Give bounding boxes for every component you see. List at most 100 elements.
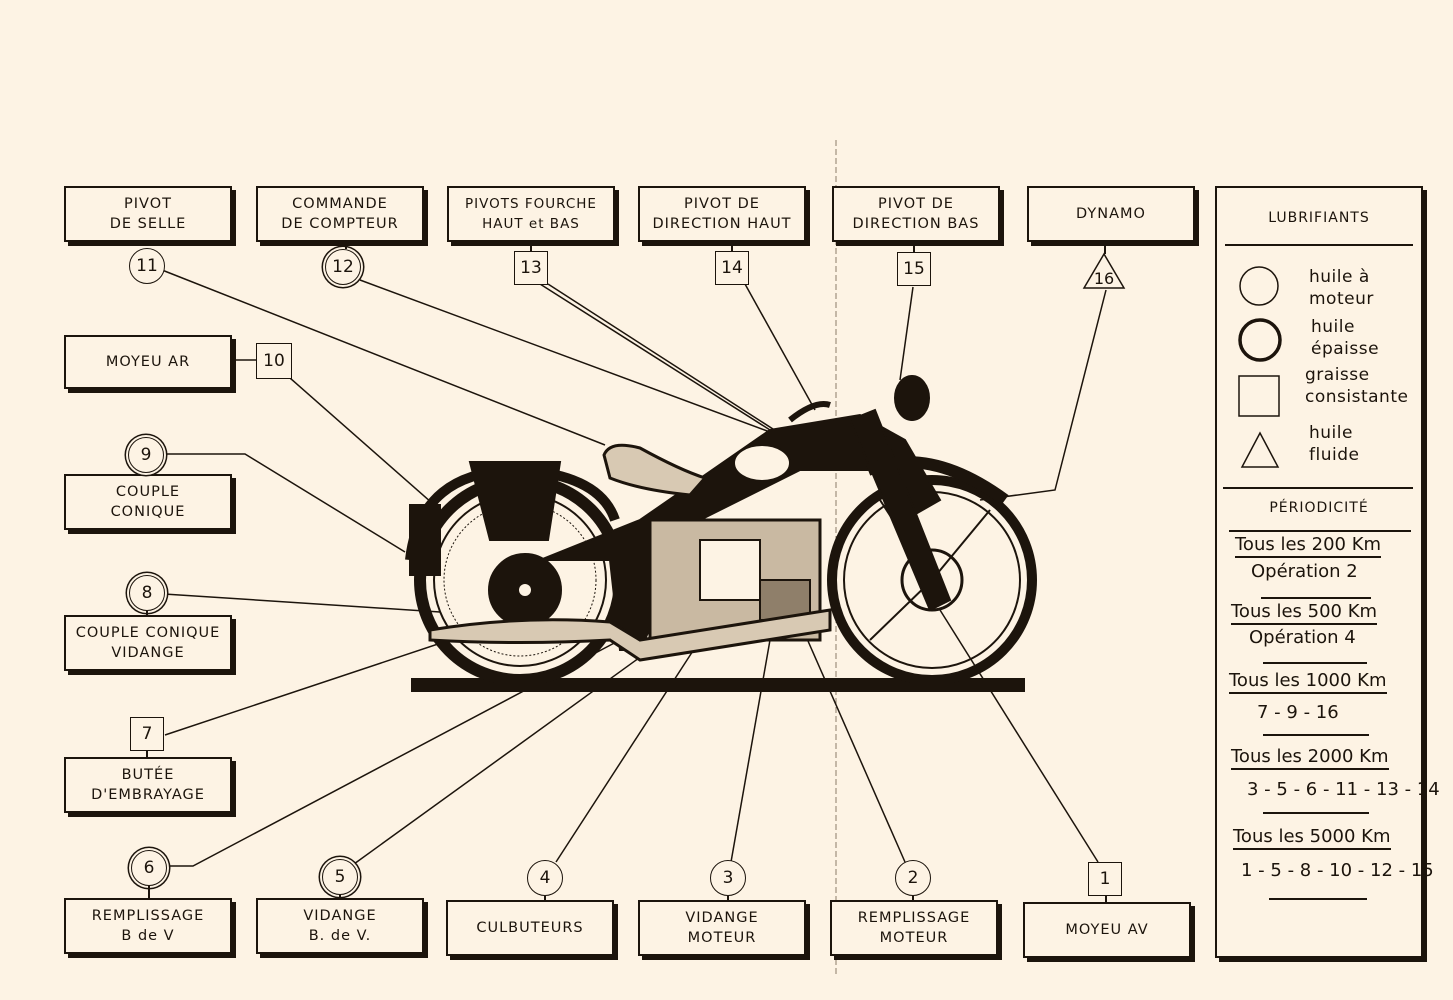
front-fender (865, 456, 1009, 505)
motorcycle-illustration (405, 375, 1037, 692)
period-1000km-operations: 7 - 9 - 16 (1257, 702, 1339, 723)
label-couple-conique: COUPLE CONIQUE (64, 474, 232, 530)
stub (913, 240, 915, 252)
label-couple-conique-vidange: COUPLE CONIQUE VIDANGE (64, 615, 232, 671)
period-5000km-operations: 1 - 5 - 8 - 10 - 12 - 15 (1241, 860, 1434, 881)
lubricants-title: LUBRIFIANTS (1268, 210, 1370, 226)
front-fork (848, 408, 952, 612)
leader-2 (789, 599, 906, 863)
leader-15 (899, 286, 914, 381)
handlebar (788, 401, 831, 423)
period-5000km: Tous les 5000 Km (1233, 826, 1391, 850)
divider (1223, 487, 1413, 489)
stub (544, 896, 546, 901)
marker-16-triangle: 16 (1082, 252, 1126, 290)
ground-bar (411, 678, 1025, 692)
leader-9 (163, 453, 406, 553)
period-500km: Tous les 500 Km (1231, 601, 1378, 625)
stub (339, 895, 341, 900)
period-2000km-operations: 3 - 5 - 6 - 11 - 13 - 14 (1247, 779, 1440, 800)
label-remplissage-moteur: REMPLISSAGE MOTEUR (830, 900, 998, 956)
label-vidange-moteur: VIDANGE MOTEUR (638, 900, 806, 956)
leader-13b (547, 283, 791, 441)
legend-text-huile-moteur: huile à moteur (1309, 267, 1374, 309)
luggage-rack (468, 461, 562, 541)
marker-15-square: 15 (897, 252, 931, 286)
divider (1229, 530, 1411, 532)
marker-8-double-circle: 8 (129, 575, 165, 611)
marker-12-double-circle: 12 (325, 249, 361, 285)
stub (146, 751, 148, 758)
leader-7 (164, 639, 451, 736)
square-icon (1238, 375, 1280, 417)
marker-4-circle: 4 (527, 860, 563, 896)
stub (148, 886, 150, 898)
label-culbuteurs: CULBUTEURS (446, 900, 614, 956)
divider (1261, 597, 1371, 599)
marker-11-circle: 11 (129, 248, 165, 284)
stub (912, 896, 914, 901)
label-moyeu-ar: MOYEU AR (64, 335, 232, 389)
exhaust-pipe (428, 608, 832, 662)
leader-16 (979, 289, 1107, 501)
stub (727, 896, 729, 901)
stub (731, 240, 733, 251)
marker-9-double-circle: 9 (128, 437, 164, 473)
thick-circle-icon (1238, 318, 1282, 362)
stub (1105, 896, 1107, 903)
saddle (602, 443, 708, 497)
tank-badge (733, 444, 791, 482)
divider (1263, 734, 1369, 736)
stub (345, 240, 347, 249)
marker-3-circle: 3 (710, 860, 746, 896)
marker-7-square: 7 (130, 717, 164, 751)
triangle-icon (1082, 252, 1126, 289)
label-commande-de-compteur: COMMANDE DE COMPTEUR (256, 186, 424, 242)
leader-6 (166, 639, 621, 867)
period-2000km: Tous les 2000 Km (1231, 746, 1389, 770)
leader-4 (555, 639, 701, 863)
period-500km-operations: Opération 4 (1249, 627, 1356, 648)
stub (146, 611, 148, 617)
leader-3 (730, 639, 771, 863)
divider (1269, 898, 1367, 900)
marker-10-square: 10 (256, 343, 292, 379)
label-dynamo: DYNAMO (1027, 186, 1195, 242)
leader-10 (289, 377, 441, 511)
period-200km: Tous les 200 Km (1235, 534, 1382, 558)
marker-14-square: 14 (715, 251, 749, 285)
legend-text-graisse: graisse consistante (1305, 365, 1409, 407)
label-pivot-de-selle: PIVOT DE SELLE (64, 186, 232, 242)
divider (1263, 662, 1367, 664)
stub (530, 240, 532, 251)
period-200km-operations: Opération 2 (1251, 561, 1358, 582)
headlamp (894, 375, 930, 421)
divider (1263, 812, 1369, 814)
leader-12 (359, 279, 771, 433)
marker-13-square: 13 (514, 251, 548, 285)
marker-1-square: 1 (1088, 862, 1122, 896)
marker-2-circle: 2 (895, 860, 931, 896)
legend-text-huile-fluide: huile fluide (1309, 423, 1360, 465)
leader-1 (939, 609, 1099, 863)
leader-8 (163, 593, 441, 613)
label-remplissage-bv: REMPLISSAGE B de V (64, 898, 232, 954)
leader-11 (161, 269, 606, 446)
leader-13a (539, 283, 771, 431)
divider (1225, 244, 1413, 246)
label-butee-embrayage: BUTÉE D'EMBRAYAGE (64, 757, 232, 813)
legend-text-huile-epaisse: huile épaisse (1311, 317, 1380, 359)
stub (1104, 240, 1106, 254)
label-pivot-direction-haut: PIVOT DE DIRECTION HAUT (638, 186, 806, 242)
periodicity-title: PÉRIODICITÉ (1269, 500, 1369, 516)
marker-16-number: 16 (1093, 269, 1115, 288)
tool-box (409, 504, 441, 576)
triangle-icon (1240, 431, 1280, 468)
label-pivot-direction-bas: PIVOT DE DIRECTION BAS (832, 186, 1000, 242)
label-vidange-bv: VIDANGE B. de V. (256, 898, 424, 954)
period-1000km: Tous les 1000 Km (1229, 670, 1387, 694)
legend-panel: LUBRIFIANTS huile à moteur huile épaisse… (1215, 186, 1440, 958)
circle-icon (1239, 266, 1279, 306)
label-moyeu-av: MOYEU AV (1023, 902, 1191, 958)
